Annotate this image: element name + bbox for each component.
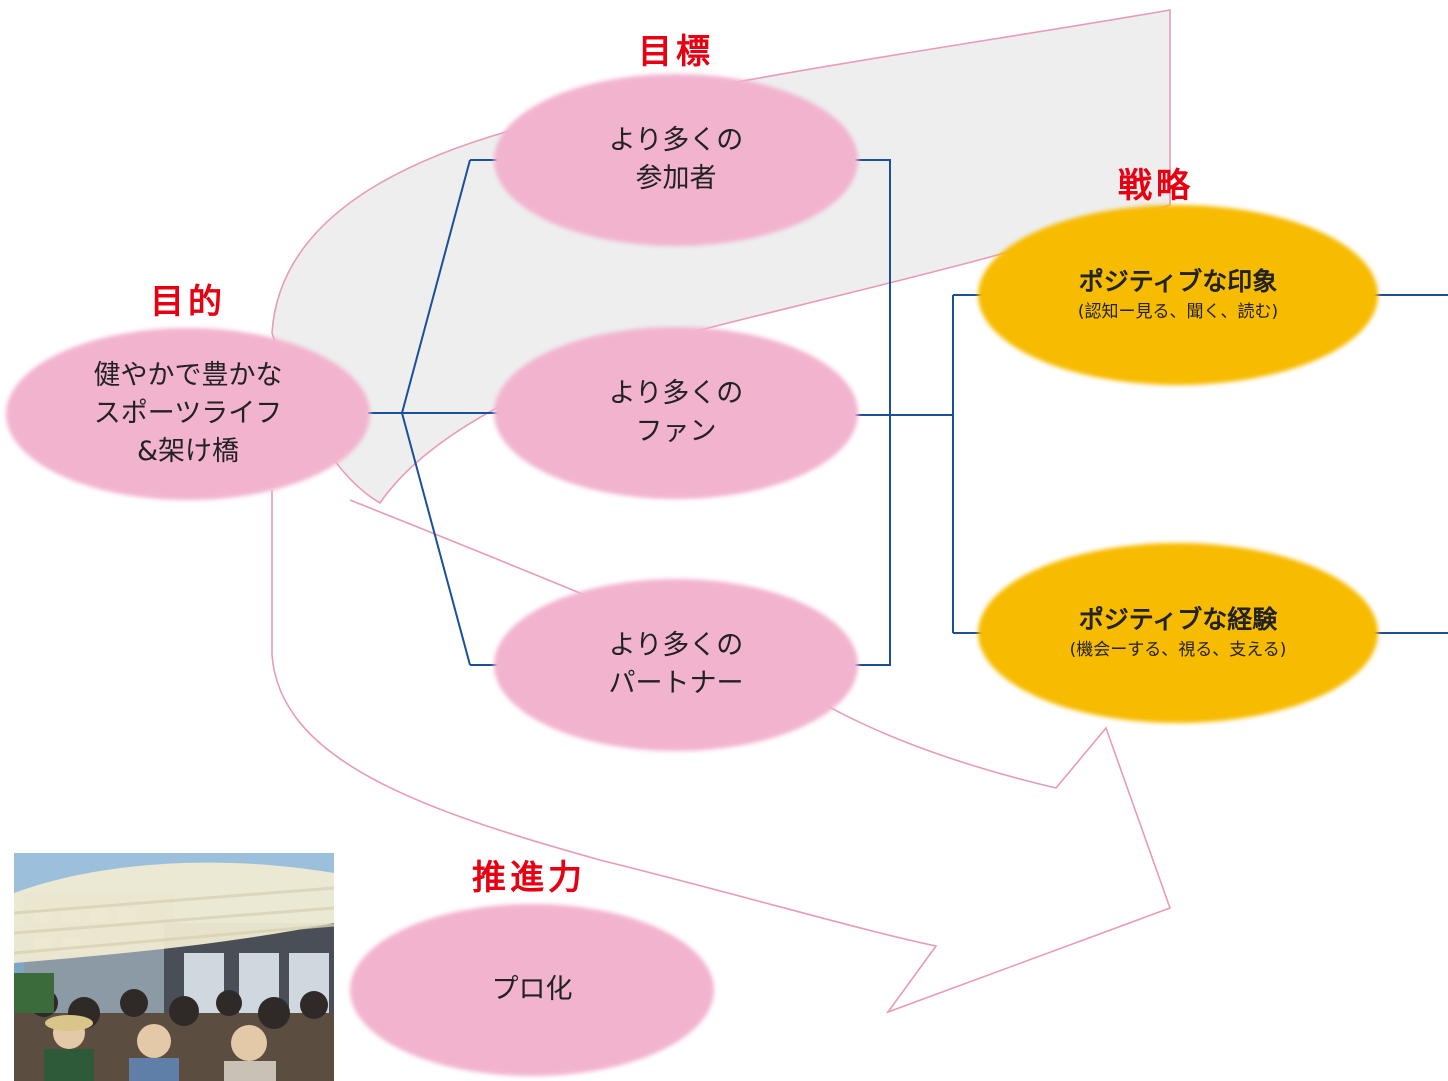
goal-node-participants-shape	[494, 74, 858, 246]
goal-partners-line-2: パートナー	[608, 668, 744, 699]
event-photo	[14, 853, 334, 1081]
strategy-impression-subtitle: (認知ー見る、聞く、読む)	[1077, 302, 1279, 322]
goal-fans-line-1: より多くの	[608, 378, 744, 409]
driver-node: プロ化	[350, 904, 714, 1076]
strategy-experience-subtitle: (機会ーする、視る、支える)	[1069, 640, 1287, 660]
label-goals: 目標	[638, 32, 714, 72]
goal-partners-line-1: より多くの	[608, 630, 744, 661]
purpose-node-shape	[6, 328, 370, 500]
strategy-node-experience: ポジティブな経験 (機会ーする、視る、支える)	[978, 543, 1378, 723]
purpose-node: 健やかで豊かな スポーツライフ &架け橋	[6, 328, 370, 500]
goal-participants-line-1: より多くの	[608, 125, 744, 156]
label-strategy: 戦略	[1118, 166, 1194, 206]
strategy-node-impression: ポジティブな印象 (認知ー見る、聞く、読む)	[978, 205, 1378, 385]
goal-node-fans-shape	[494, 327, 858, 499]
label-driver: 推進力	[472, 858, 586, 898]
purpose-line-3: &架け橋	[136, 436, 240, 467]
strategy-node-experience-shape	[978, 543, 1378, 723]
purpose-line-1: 健やかで豊かな	[93, 360, 283, 391]
label-purpose: 目的	[150, 282, 226, 322]
goal-node-partners: より多くの パートナー	[494, 579, 858, 751]
goal-node-fans: より多くの ファン	[494, 327, 858, 499]
strategy-node-impression-shape	[978, 205, 1378, 385]
strategy-experience-title: ポジティブな経験	[1078, 605, 1278, 634]
driver-node-shape	[350, 904, 714, 1076]
goal-fans-line-2: ファン	[635, 416, 717, 447]
driver-line-1: プロ化	[491, 974, 573, 1005]
purpose-line-2: スポーツライフ	[93, 398, 283, 429]
goal-node-partners-shape	[494, 579, 858, 751]
goal-participants-line-2: 参加者	[635, 163, 717, 194]
strategy-impression-title: ポジティブな印象	[1078, 267, 1278, 296]
goal-node-participants: より多くの 参加者	[494, 74, 858, 246]
